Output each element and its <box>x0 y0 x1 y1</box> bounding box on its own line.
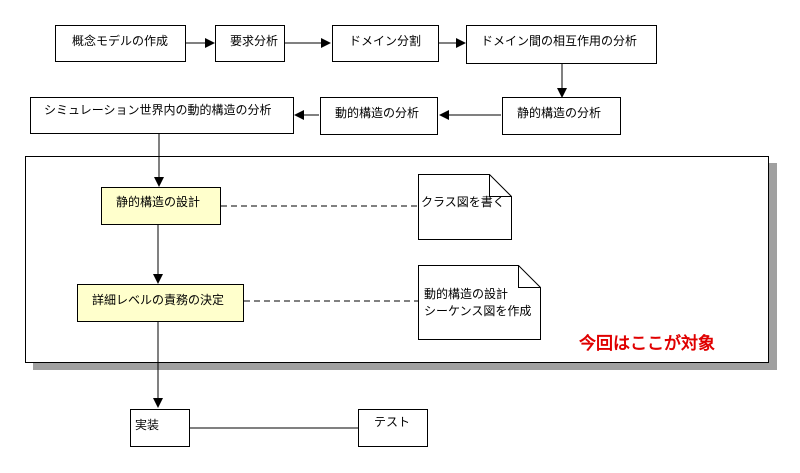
box-requirements: 要求分析 <box>215 25 285 62</box>
note-class-diagram-shape <box>418 174 512 240</box>
box-implementation: 実装 <box>130 409 190 447</box>
box-responsibility: 詳細レベルの責務の決定 <box>77 284 244 322</box>
target-label: 今回はここが対象 <box>579 334 715 354</box>
box-concept-model: 概念モデルの作成 <box>55 25 186 62</box>
note-class-diagram-text: クラス図を書く <box>421 195 505 209</box>
box-simulation-dynamic: シミュレーション世界内の動的構造の分析 <box>30 97 294 134</box>
box-dynamic-analysis: 動的構造の分析 <box>320 97 438 135</box>
note-sequence-diagram-shape <box>418 265 541 340</box>
box-domain-interaction: ドメイン間の相互作用の分析 <box>466 25 657 64</box>
box-test: テスト <box>358 409 428 447</box>
note-dynamic-design-line1: 動的構造の設計 <box>424 287 509 301</box>
box-domain-split: ドメイン分割 <box>332 25 439 62</box>
box-static-analysis: 静的構造の分析 <box>502 97 621 135</box>
note-dynamic-design-line2: シーケンス図を作成 <box>424 304 532 318</box>
box-static-design: 静的構造の設計 <box>101 187 221 225</box>
